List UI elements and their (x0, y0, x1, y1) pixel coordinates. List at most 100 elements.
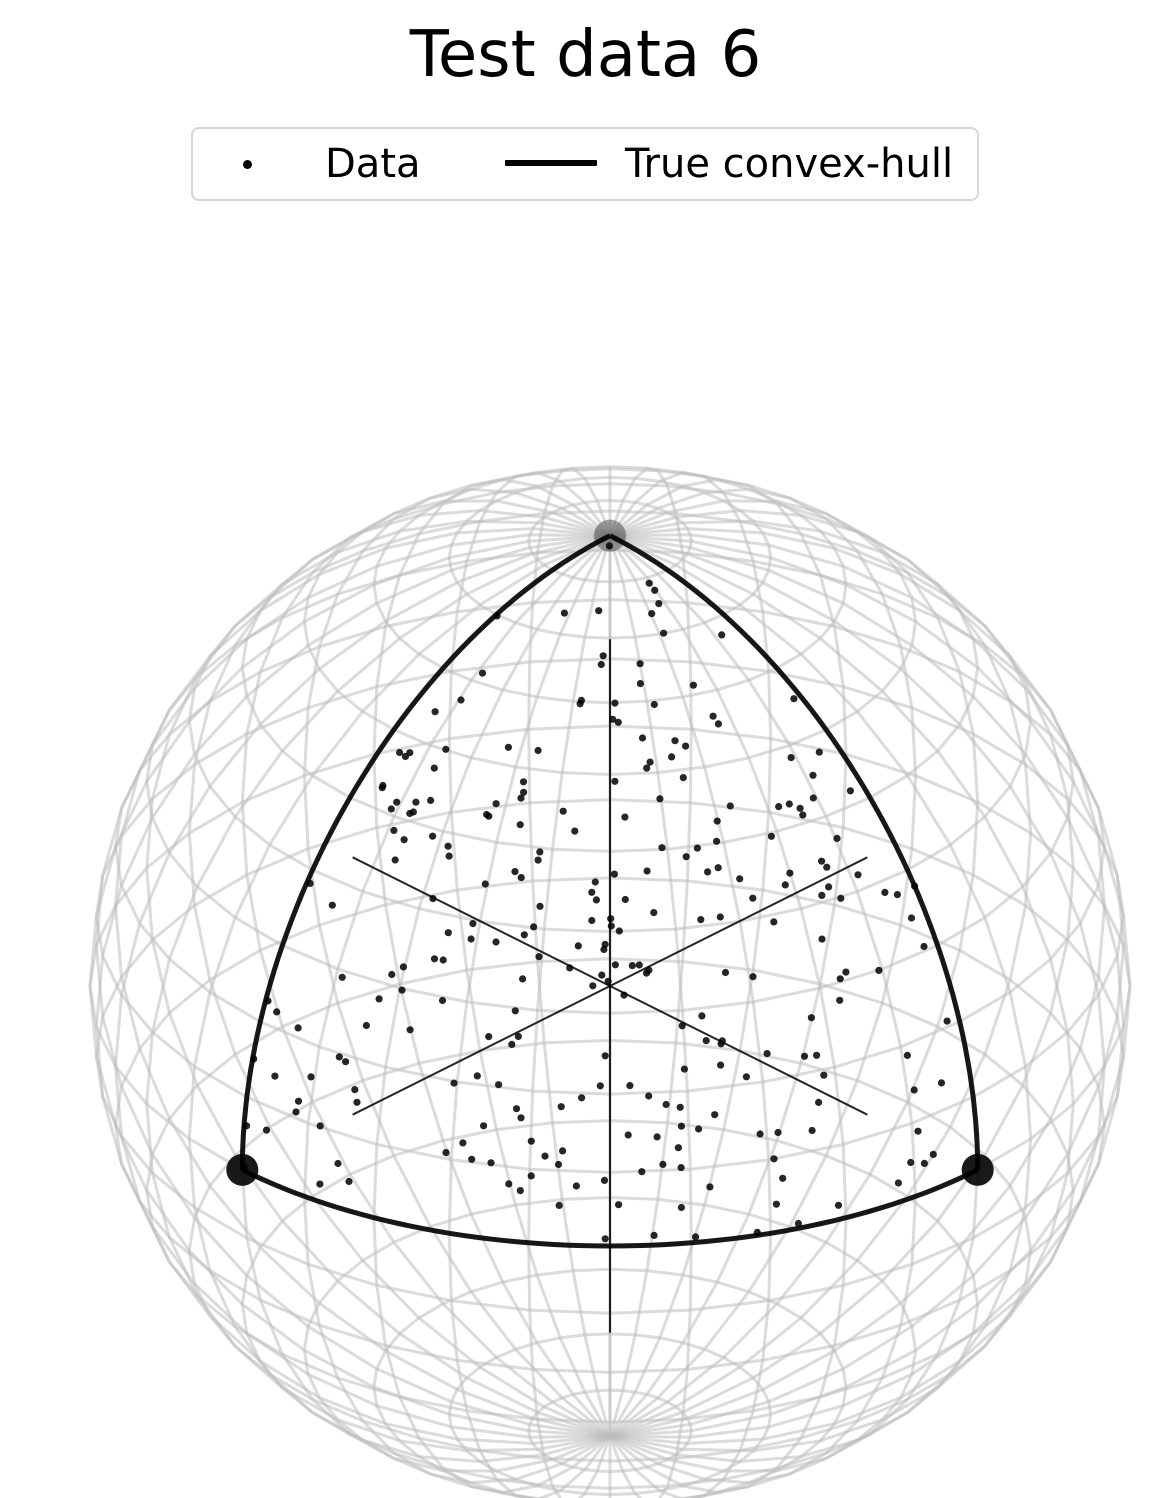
data-point (787, 754, 795, 762)
data-point (813, 1051, 821, 1059)
data-point (818, 935, 826, 943)
data-point (438, 996, 447, 1005)
data-point (656, 795, 664, 803)
data-point (846, 787, 855, 795)
meridian-line (372, 478, 612, 1438)
data-point (478, 669, 487, 677)
data-point (645, 1092, 653, 1100)
data-point (527, 1137, 535, 1145)
data-point (588, 888, 596, 896)
data-point (442, 745, 450, 753)
data-point (679, 774, 687, 782)
data-point (487, 1159, 495, 1167)
data-point (306, 879, 314, 888)
data-point (875, 966, 883, 975)
data-point (674, 1144, 683, 1152)
data-point (689, 681, 698, 689)
data-point (351, 1086, 359, 1094)
meridian-line (609, 534, 1132, 1438)
hull-edge (239, 533, 612, 1170)
data-point (607, 915, 615, 923)
data-point (387, 805, 395, 813)
meridian-line (609, 534, 1126, 1439)
data-point (620, 991, 628, 999)
data-point (467, 935, 475, 943)
data-point (307, 1073, 315, 1081)
data-point (601, 1235, 609, 1243)
hull-vertex (226, 1153, 259, 1186)
data-point (781, 881, 789, 889)
data-point (650, 1231, 658, 1239)
data-point (555, 1201, 563, 1209)
data-point (604, 977, 612, 985)
data-point (704, 868, 712, 876)
data-point (815, 748, 823, 756)
data-point (469, 920, 477, 928)
data-point (698, 1012, 706, 1020)
hull-edge (608, 533, 981, 1170)
data-point (726, 802, 734, 810)
data-point (559, 1147, 567, 1155)
data-point (530, 923, 538, 931)
data-point (714, 720, 723, 728)
data-point (554, 1160, 563, 1169)
data-point (485, 1033, 493, 1041)
data-point (445, 852, 453, 860)
meridian-line (609, 499, 980, 1438)
data-point (692, 1233, 700, 1241)
data-point (721, 968, 730, 977)
data-point (592, 896, 601, 904)
data-point (711, 1111, 719, 1119)
data-point (527, 1172, 535, 1180)
legend-data-label: Data (325, 141, 421, 187)
data-point (536, 902, 544, 910)
data-point (390, 826, 398, 835)
data-point (599, 652, 607, 660)
data-point (911, 882, 919, 890)
meridian-line (145, 519, 611, 1438)
data-point (651, 586, 659, 594)
data-point (493, 612, 501, 620)
data-point (495, 1081, 503, 1089)
data-point (671, 737, 679, 745)
meridian-line (94, 534, 611, 1439)
meridian-line (94, 533, 611, 1438)
data-point (607, 922, 615, 930)
data-point (910, 1086, 918, 1094)
data-point (914, 1127, 922, 1135)
data-point (645, 966, 653, 974)
data-point (785, 800, 793, 808)
meridian-line (240, 499, 611, 1438)
data-point (763, 1050, 771, 1058)
data-point (429, 895, 437, 903)
data-point (492, 938, 500, 946)
data-point (566, 964, 574, 972)
data-point (660, 629, 668, 637)
data-point (334, 1159, 342, 1168)
data-point (767, 832, 776, 840)
data-point (335, 1053, 343, 1061)
data-point (808, 1126, 816, 1135)
meridian-line (609, 519, 1075, 1438)
data-point (786, 869, 794, 877)
data-point (519, 778, 528, 786)
data-point (615, 1201, 623, 1209)
hull-vertices (226, 519, 994, 1186)
data-point (511, 868, 519, 876)
data-point (480, 1122, 488, 1130)
data-point (621, 813, 629, 821)
data-point (508, 1040, 516, 1048)
data-point (682, 853, 690, 861)
data-point (658, 844, 666, 852)
data-point (718, 631, 726, 639)
data-point (572, 1182, 581, 1190)
legend-hull-swatch (505, 160, 597, 166)
data-point (621, 895, 629, 904)
data-point (903, 1051, 912, 1059)
meridian-line (113, 527, 611, 1438)
meridian-line (609, 534, 1107, 1445)
data-point (854, 871, 862, 879)
data-point (742, 1073, 751, 1081)
data-point (406, 809, 414, 818)
data-point (611, 777, 619, 785)
